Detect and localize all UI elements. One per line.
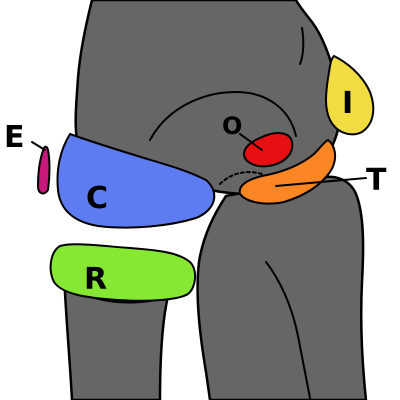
radial-head-region (49, 243, 196, 302)
joint-line-dashed (219, 171, 263, 185)
ulna-shaft-contour (265, 261, 311, 399)
label-i: I (342, 86, 353, 121)
trochlea-region (238, 139, 336, 205)
olecranon-fossa-contour (149, 90, 297, 141)
leader-line-e (31, 141, 46, 151)
label-e: E (4, 120, 25, 155)
olecranon-region (243, 132, 294, 168)
capitulum-region (56, 133, 216, 229)
leader-line-t (275, 177, 367, 187)
lateral-epicondyle-region (37, 145, 51, 195)
medial-epicondyle-region (325, 55, 375, 136)
trochlear-groove-contour (299, 27, 305, 65)
label-r: R (84, 262, 107, 297)
label-c: C (86, 181, 108, 216)
label-t: T (366, 163, 387, 198)
label-o: O (222, 112, 242, 140)
leader-line-o (239, 133, 263, 151)
